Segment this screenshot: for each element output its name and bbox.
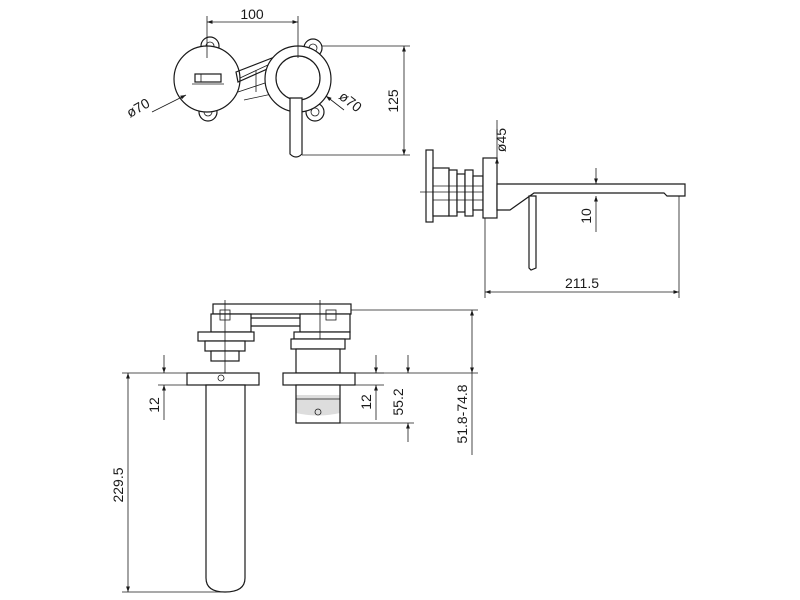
front-view: 229.5 12 12 55.2 51.8-74.8 — [110, 300, 478, 593]
dim-label-spacing: 100 — [240, 6, 264, 22]
dim-label-left-plate: 12 — [146, 397, 162, 413]
front-handle — [282, 338, 356, 424]
dim-label-spout-length: 229.5 — [110, 467, 126, 502]
dim-label-projection: 211.5 — [565, 275, 599, 291]
front-spout — [186, 372, 260, 593]
top-right-valve — [264, 38, 332, 158]
side-view: ø45 10 211.5 — [420, 120, 686, 298]
dim-label-flange-diameter: ø45 — [493, 128, 509, 152]
dim-label-handle: 55.2 — [390, 388, 406, 415]
dim-label-right-plate: 12 — [358, 394, 374, 410]
dim-label-right-diameter: ø70 — [336, 88, 365, 116]
dim-label-left-diameter: ø70 — [124, 95, 153, 121]
dim-label-spout-thickness: 10 — [578, 208, 594, 224]
top-view: 100 125 ø70 ø70 — [124, 6, 410, 158]
dim-label-height: 125 — [385, 89, 401, 113]
dim-label-wall-depth: 51.8-74.8 — [454, 384, 470, 443]
